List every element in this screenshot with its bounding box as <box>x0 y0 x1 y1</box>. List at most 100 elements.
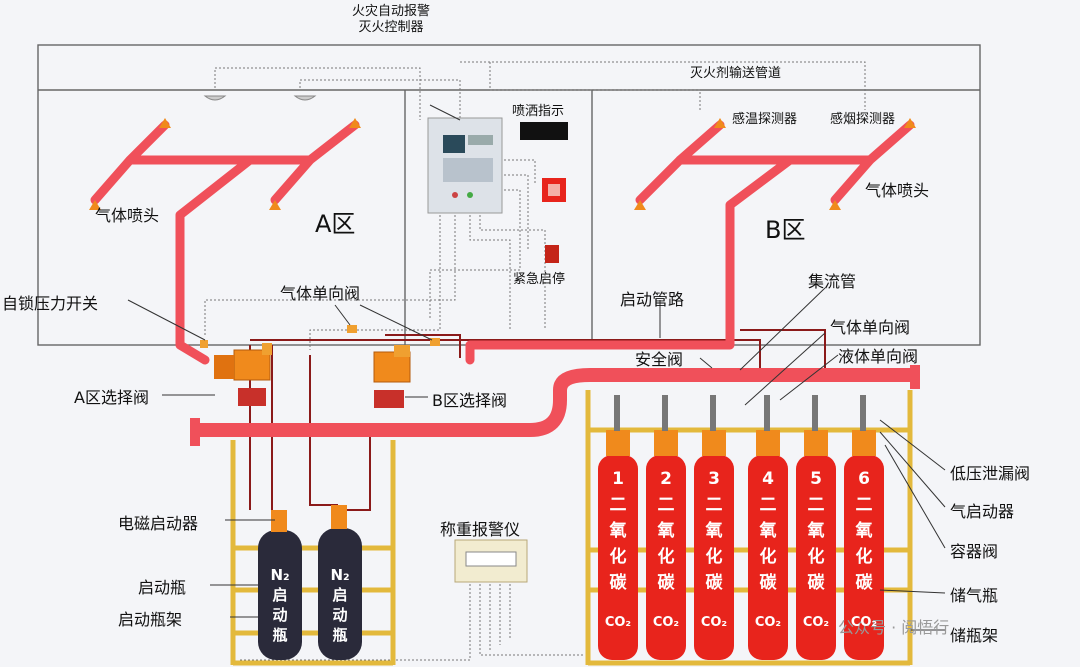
co2-bottle-hose-3 <box>710 395 716 431</box>
co2-bottle-text-3: 二 <box>705 495 723 515</box>
co2-bottle-6 <box>844 455 884 660</box>
co2-bottle-text-1: 化 <box>609 547 627 567</box>
n2-bottle-text: 瓶 <box>332 626 348 644</box>
selector-valve-a <box>214 343 272 406</box>
co2-bottle-hose-2 <box>662 395 668 431</box>
co2-bottle-text-1: 氧 <box>609 521 627 541</box>
co2-bottles <box>598 395 884 660</box>
watermark: 公众号 · 阅悟行 <box>838 618 950 637</box>
controller-label-line-1: 火灾自动报警 <box>352 4 431 19</box>
n2-bottle-text: N₂ <box>270 566 290 584</box>
pipeline-label: 灭火剂输送管道 <box>690 66 782 81</box>
controller-label: 火灾自动报警 灭火控制器 <box>352 4 430 36</box>
co2-bottle-text-5: 化 <box>807 547 825 567</box>
co2-bottle-valve-1 <box>606 430 630 456</box>
co2-bottle-text-5: 碳 <box>807 573 825 593</box>
co2-bottle-text-4: 化 <box>759 547 777 567</box>
manifold-label: 集流管 <box>808 272 857 291</box>
n2-bottle-text: 动 <box>272 606 288 624</box>
co2-bottle-text-3: 化 <box>705 547 723 567</box>
zone-a-pipes <box>90 120 360 365</box>
co2-bottle-text-3: 碳 <box>705 573 723 593</box>
spray-indicator-light <box>520 122 568 140</box>
co2-bottle-valve-4 <box>756 430 780 456</box>
zone-b-selector-label: B区选择阀 <box>432 391 507 410</box>
container-valve-label: 容器阀 <box>950 542 999 561</box>
co2-bottle-hose-1 <box>614 395 620 431</box>
co2-bottle-text-5: 5 <box>810 469 822 489</box>
co2-bottle-hose-4 <box>764 395 770 431</box>
signal-wires <box>204 61 866 661</box>
storage-rack-label: 储瓶架 <box>950 626 999 645</box>
co2-bottle-text-2: 氧 <box>657 521 675 541</box>
co2-bottle-text-2: 碳 <box>657 573 675 593</box>
liquid-check-valve-label: 液体单向阀 <box>838 347 919 366</box>
controller-label-line-2: 灭火控制器 <box>358 20 424 35</box>
emergency-stop-box <box>545 245 559 263</box>
emergency-label: 紧急启停 <box>513 272 566 287</box>
zone-a-label: A区 <box>315 210 356 238</box>
n2-bottles <box>258 505 362 660</box>
co2-bottle-hose-6 <box>860 395 866 431</box>
co2-bottle-formula-1: CO₂ <box>604 615 632 630</box>
main-pipe <box>195 368 915 437</box>
storage-bottle-label: 储气瓶 <box>950 586 999 605</box>
co2-bottle-text-4: 二 <box>759 495 777 515</box>
n2-bottle-text: 启 <box>272 586 288 604</box>
co2-bottle-text-2: 二 <box>657 495 675 515</box>
low-pressure-valve-label: 低压泄漏阀 <box>950 464 1031 483</box>
solenoid-actuator-label: 电磁启动器 <box>118 514 199 533</box>
zone-b-label: B区 <box>765 216 806 244</box>
co2-bottle-hose-5 <box>812 395 818 431</box>
smoke-detector-label: 感烟探测器 <box>830 112 896 127</box>
selector-valve-b <box>373 345 411 408</box>
co2-bottle-5 <box>796 455 836 660</box>
zone-a-selector-label: A区选择阀 <box>74 388 149 407</box>
co2-bottle-text-3: 氧 <box>705 521 723 541</box>
co2-bottle-4 <box>748 455 788 660</box>
n2-bottle-text: 动 <box>332 606 348 624</box>
co2-bottle-valve-6 <box>852 430 876 456</box>
co2-bottle-text-5: 氧 <box>807 521 825 541</box>
start-bottle-rack-label: 启动瓶架 <box>118 610 183 629</box>
check-valves <box>200 325 440 348</box>
n2-bottle-text: 瓶 <box>272 626 288 644</box>
co2-bottle-text-5: 二 <box>807 495 825 515</box>
pneumatic-actuator-label: 气启动器 <box>950 502 1015 521</box>
co2-bottle-formula-2: CO₂ <box>652 615 680 630</box>
n2-bottle-text: 启 <box>332 586 348 604</box>
co2-bottle-text-4: 碳 <box>759 573 777 593</box>
self-lock-switch-label: 自锁压力开关 <box>2 294 99 313</box>
spray-indicator-label: 喷洒指示 <box>512 104 565 119</box>
co2-bottle-valve-5 <box>804 430 828 456</box>
co2-bottle-formula-3: CO₂ <box>700 615 728 630</box>
manual-alarm-button <box>542 178 566 202</box>
co2-bottle-text-2: 化 <box>657 547 675 567</box>
co2-bottle-text-6: 6 <box>858 469 870 489</box>
co2-bottle-2 <box>646 455 686 660</box>
co2-bottle-text-3: 3 <box>708 469 720 489</box>
co2-bottle-formula-5: CO₂ <box>802 615 830 630</box>
weighing-alarm-label: 称重报警仪 <box>440 520 521 539</box>
ceiling-detectors <box>203 95 317 101</box>
heat-detector-label: 感温探测器 <box>732 112 798 127</box>
co2-bottle-valve-3 <box>702 430 726 456</box>
start-pipeline-label: 启动管路 <box>620 290 685 309</box>
start-bottle-label: 启动瓶 <box>138 578 187 597</box>
gas-check-valve-top-label: 气体单向阀 <box>280 284 361 303</box>
co2-bottle-text-6: 氧 <box>855 521 873 541</box>
co2-bottle-text-6: 碳 <box>855 573 873 593</box>
gas-check-valve-right-label: 气体单向阀 <box>830 318 911 337</box>
co2-bottle-text-4: 氧 <box>759 521 777 541</box>
weighing-alarm-device <box>454 539 528 583</box>
co2-bottle-text-6: 二 <box>855 495 873 515</box>
alarm-controller-cabinet <box>427 117 503 214</box>
co2-bottle-text-1: 碳 <box>609 573 627 593</box>
co2-bottle-1 <box>598 455 638 660</box>
co2-bottle-formula-4: CO₂ <box>754 615 782 630</box>
co2-bottle-text-2: 2 <box>660 469 672 489</box>
co2-bottle-valve-2 <box>654 430 678 456</box>
n2-bottle-text: N₂ <box>330 566 350 584</box>
safety-valve-label: 安全阀 <box>635 350 684 369</box>
